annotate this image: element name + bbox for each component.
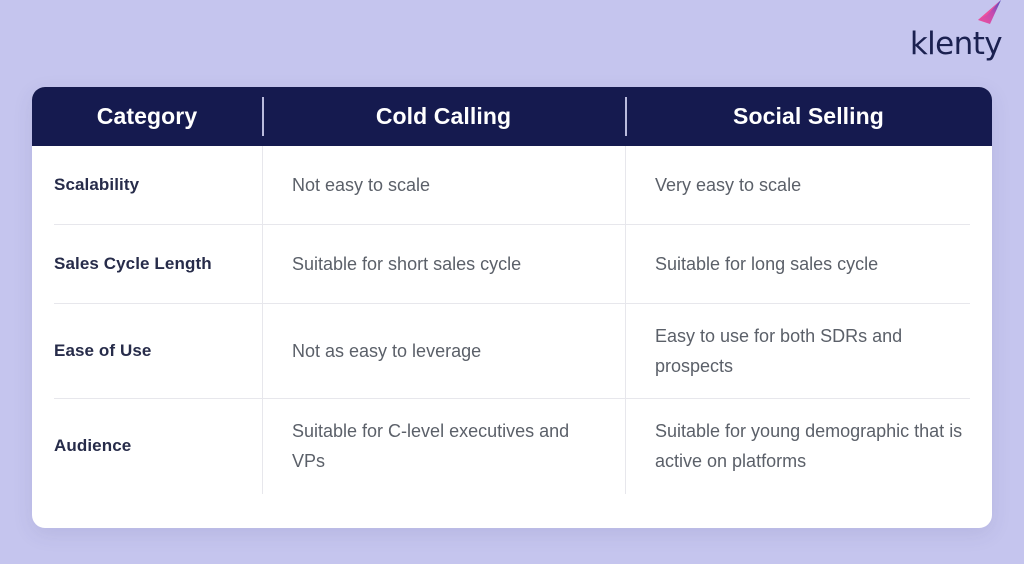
row-category-cell: Scalability xyxy=(32,146,262,225)
table-row: Scalability Not easy to scale Very easy … xyxy=(32,146,992,225)
row-cold-calling-cell: Suitable for C-level executives and VPs xyxy=(262,399,625,494)
row-cold-calling-cell: Not easy to scale xyxy=(262,146,625,225)
row-cold-calling-value: Suitable for C-level executives and VPs xyxy=(292,421,570,471)
klenty-logo: klenty xyxy=(909,0,1003,62)
table-body: Scalability Not easy to scale Very easy … xyxy=(32,146,992,528)
row-category-cell: Audience xyxy=(32,399,262,494)
row-cold-calling-cell: Not as easy to leverage xyxy=(262,304,625,399)
row-cold-calling-value: Suitable for short sales cycle xyxy=(292,253,522,274)
table-row: Sales Cycle Length Suitable for short sa… xyxy=(32,225,992,304)
row-social-selling-value: Suitable for long sales cycle xyxy=(655,253,879,274)
column-header-category: Category xyxy=(96,103,198,129)
table-header-row: Category Cold Calling Social Selling xyxy=(32,87,992,146)
row-category-cell: Sales Cycle Length xyxy=(32,225,262,304)
table-row: Audience Suitable for C-level executives… xyxy=(32,399,992,494)
row-social-selling-cell: Very easy to scale xyxy=(625,146,992,225)
row-category-label: Scalability xyxy=(54,175,140,195)
row-social-selling-cell: Easy to use for both SDRs and prospects xyxy=(625,304,992,399)
row-cold-calling-value: Not as easy to leverage xyxy=(292,340,482,361)
column-header-social-selling: Social Selling xyxy=(625,87,992,146)
table-row: Ease of Use Not as easy to leverage Easy… xyxy=(32,304,992,399)
row-category-cell: Ease of Use xyxy=(32,304,262,399)
row-category-label: Sales Cycle Length xyxy=(54,254,212,274)
row-category-label: Ease of Use xyxy=(54,341,152,361)
row-category-label: Audience xyxy=(54,436,132,456)
brand-wordmark: klenty xyxy=(909,26,1003,62)
row-social-selling-value: Very easy to scale xyxy=(655,174,802,195)
row-social-selling-cell: Suitable for long sales cycle xyxy=(625,225,992,304)
row-cold-calling-cell: Suitable for short sales cycle xyxy=(262,225,625,304)
paper-plane-icon xyxy=(978,0,1001,24)
row-social-selling-value: Easy to use for both SDRs and prospects xyxy=(655,326,903,376)
comparison-table-card: Category Cold Calling Social Selling Sca… xyxy=(32,87,992,528)
row-social-selling-value: Suitable for young demographic that is a… xyxy=(655,421,963,471)
row-cold-calling-value: Not easy to scale xyxy=(292,174,431,195)
column-header-cold-calling: Cold Calling xyxy=(262,87,625,146)
row-social-selling-cell: Suitable for young demographic that is a… xyxy=(625,399,992,494)
